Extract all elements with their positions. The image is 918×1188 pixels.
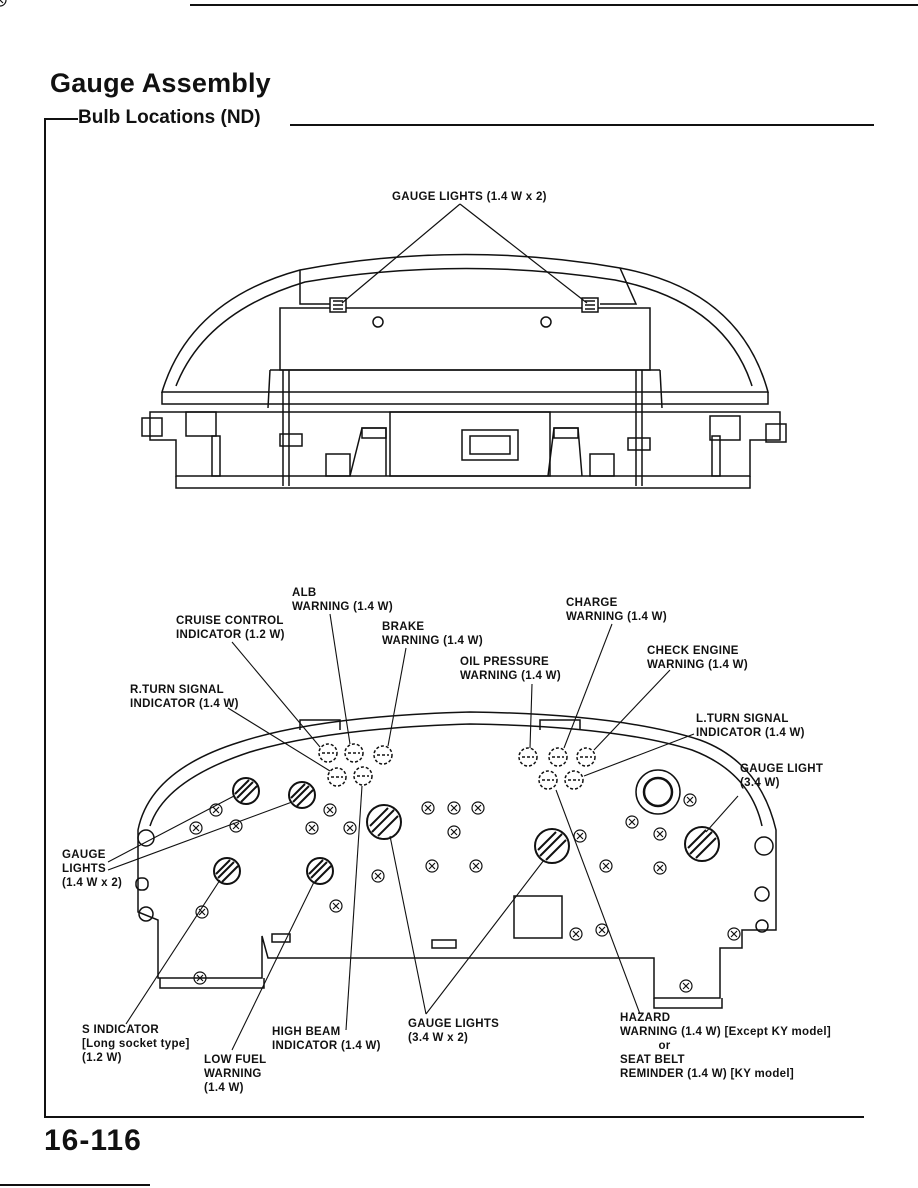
oil-pressure-warning-label: OIL PRESSURE WARNING (1.4 W) <box>460 656 561 682</box>
frame-left-border <box>44 118 46 1116</box>
hazard-seat-belt-label: HAZARD WARNING (1.4 W) [Except KY model]… <box>620 1012 831 1080</box>
check-engine-warning-bulb <box>576 747 596 767</box>
l-turn-signal-indicator-label: L.TURN SIGNAL INDICATOR (1.4 W) <box>696 713 805 739</box>
gauge-lights-left-label: GAUGE LIGHTS (1.4 W x 2) <box>62 849 123 889</box>
s-indicator-bulb <box>213 857 241 885</box>
cruise-control-indicator-label: CRUISE CONTROL INDICATOR (1.2 W) <box>176 615 285 641</box>
r-turn-signal-indicator-bulb <box>327 767 347 787</box>
bottom-rule <box>0 1184 150 1186</box>
low-fuel-warning-bulb <box>306 857 334 885</box>
frame-bottom-border <box>44 1116 864 1118</box>
top-gauge-light-socket-left <box>329 297 347 313</box>
gauge-light-bulb-left-2 <box>288 781 316 809</box>
frame-top-border-right <box>290 124 874 126</box>
alb-warning-bulb <box>344 743 364 763</box>
hazard-warning-bulb <box>538 770 558 790</box>
charge-warning-label: CHARGE WARNING (1.4 W) <box>566 597 667 623</box>
front-view-circuit-board <box>135 711 777 1009</box>
gauge-light-bulb-center-1 <box>366 804 402 840</box>
high-beam-indicator-bulb <box>353 766 373 786</box>
s-indicator-label: S INDICATOR [Long socket type] (1.2 W) <box>82 1024 190 1064</box>
frame-top-border-left <box>44 118 78 120</box>
top-gauge-lights-label: GAUGE LIGHTS (1.4 W x 2) <box>392 191 547 203</box>
low-fuel-warning-label: LOW FUEL WARNING (1.4 W) <box>204 1054 267 1094</box>
gauge-lights-center-label: GAUGE LIGHTS (3.4 W x 2) <box>408 1018 500 1044</box>
high-beam-indicator-label: HIGH BEAM INDICATOR (1.4 W) <box>272 1026 381 1052</box>
l-turn-signal-indicator-bulb <box>564 770 584 790</box>
charge-warning-bulb <box>548 747 568 767</box>
cruise-control-indicator-bulb <box>318 743 338 763</box>
top-rule <box>190 4 918 6</box>
gauge-light-bulb-right <box>684 826 720 862</box>
page-number: 16-116 <box>44 1124 142 1157</box>
gauge-light-bulb-left-1 <box>232 777 260 805</box>
alb-warning-label: ALB WARNING (1.4 W) <box>292 587 393 613</box>
top-gauge-light-socket-right <box>581 297 599 313</box>
gauge-light-bulb-center-2 <box>534 828 570 864</box>
brake-warning-label: BRAKE WARNING (1.4 W) <box>382 621 483 647</box>
brake-warning-bulb <box>373 745 393 765</box>
oil-pressure-warning-bulb <box>518 747 538 767</box>
leader-lines <box>107 613 739 1051</box>
mounting-screws <box>0 0 741 993</box>
gauge-light-right-label: GAUGE LIGHT (3.4 W) <box>740 763 824 789</box>
r-turn-signal-indicator-label: R.TURN SIGNAL INDICATOR (1.4 W) <box>130 684 239 710</box>
page-title: Gauge Assembly <box>50 68 271 98</box>
check-engine-warning-label: CHECK ENGINE WARNING (1.4 W) <box>647 645 748 671</box>
section-subtitle: Bulb Locations (ND) <box>78 107 265 129</box>
top-view-housing <box>141 253 787 489</box>
